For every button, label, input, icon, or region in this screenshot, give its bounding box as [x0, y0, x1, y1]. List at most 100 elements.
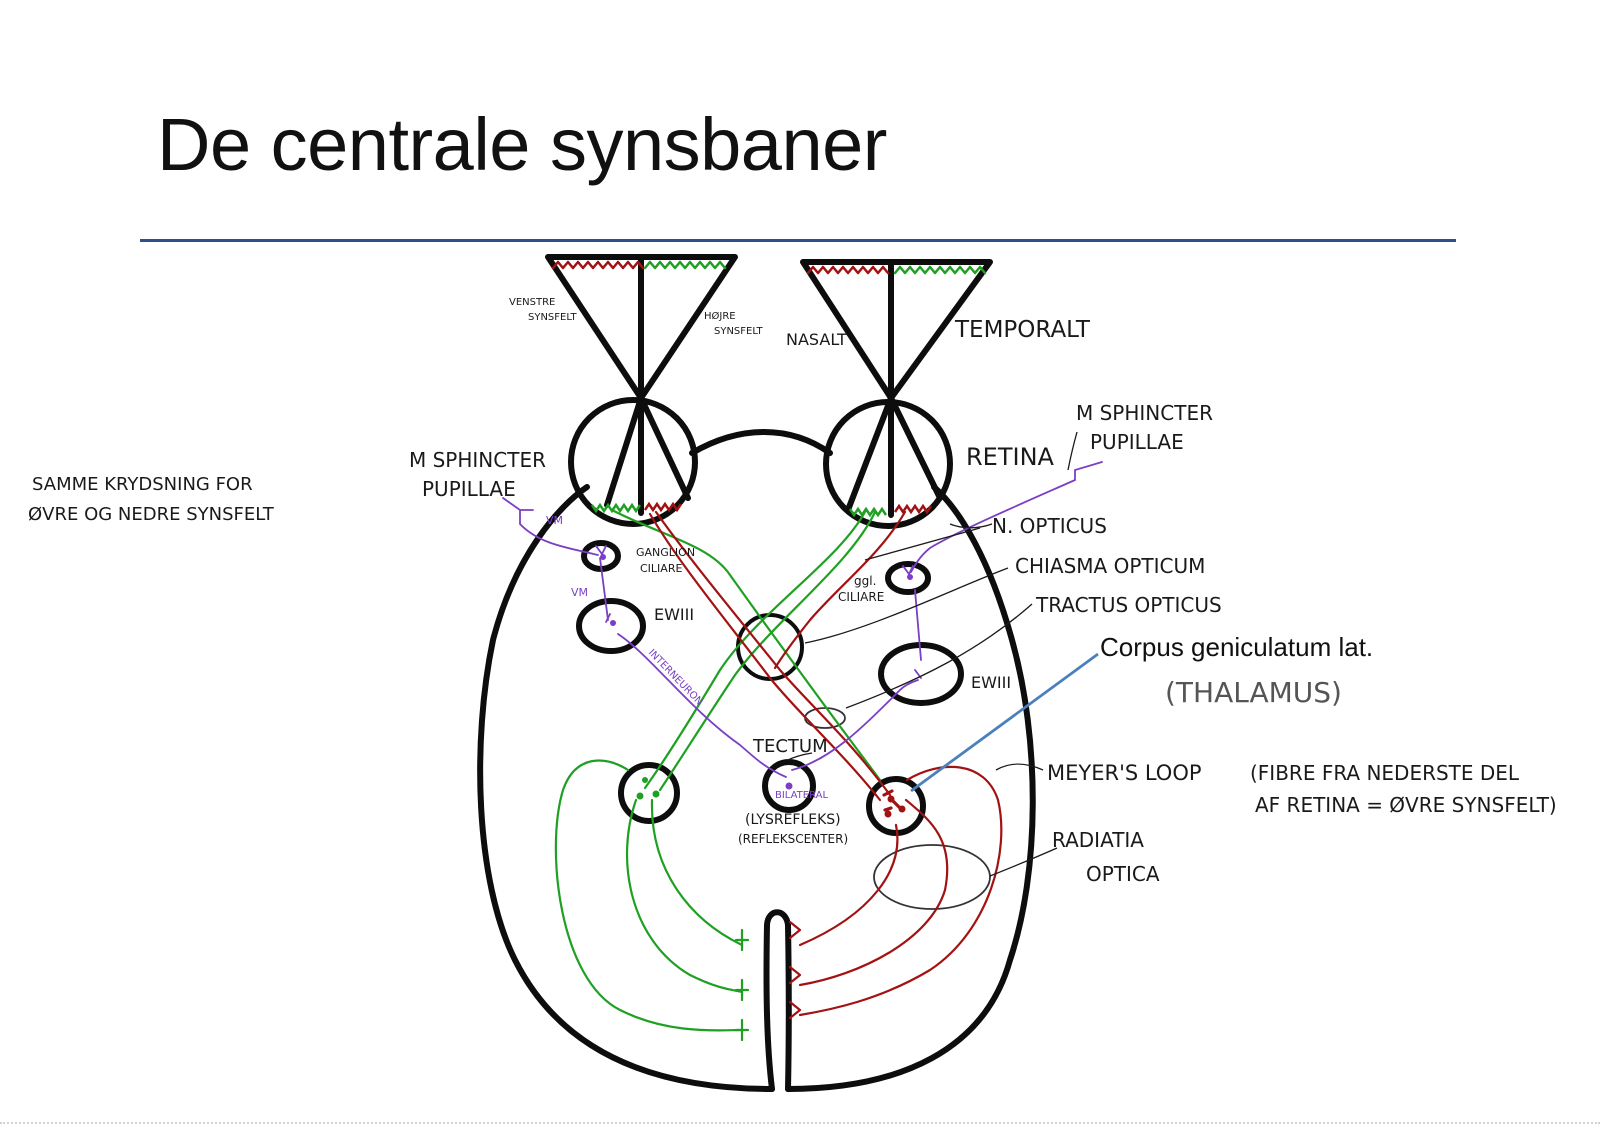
left-field-red-hatch: [551, 260, 645, 270]
slide-title: De centrale synsbaner: [157, 103, 887, 186]
label-nasalt: NASALT: [786, 330, 847, 349]
purple-dot-gc-right: [907, 574, 913, 580]
label-temporalt: TEMPORALT: [954, 317, 1091, 343]
red-radiation-mid: [798, 798, 949, 987]
label-meyer: MEYER'S LOOP: [1047, 761, 1202, 785]
purple-pathway: [502, 461, 1103, 778]
label-m-sphincter-left-2: PUPILLAE: [422, 477, 516, 501]
leader-chiasma: [804, 567, 1009, 644]
label-m-sphincter-right-1: M SPHINCTER: [1076, 401, 1213, 425]
label-samme-1: SAMME KRYDSNING FOR: [32, 474, 253, 495]
left-eye-fields: [545, 254, 738, 516]
label-fibre-2: AF RETINA = ØVRE SYNSFELT): [1255, 793, 1557, 817]
label-hojre-synsfelt-1: HØJRE: [704, 310, 736, 322]
label-ew-right: EWIII: [971, 673, 1011, 692]
label-m-sphincter-left-1: M SPHINCTER: [409, 448, 546, 472]
green-fiber-right-eye-1: [643, 508, 868, 790]
label-n-opticus: N. OPTICUS: [992, 514, 1107, 538]
red-radiation-outer: [798, 765, 1003, 1017]
tectum-nucleus: [762, 759, 816, 813]
red-dot-1: [887, 795, 895, 803]
label-refleks: (REFLEKSCENTER): [738, 832, 848, 846]
red-fibers: [648, 510, 1003, 1020]
label-fibre-1: (FIBRE FRA NEDERSTE DEL: [1250, 761, 1520, 785]
red-fiber-left-eye-1: [654, 510, 892, 797]
label-interneuron: INTERNEURON: [646, 647, 705, 707]
left-retina-red: [643, 501, 683, 513]
ew-nucleus-left: [576, 598, 646, 654]
red-radiation-inner: [798, 823, 899, 947]
red-fiber-left-eye-2: [648, 512, 882, 802]
left-eye: [568, 397, 698, 527]
label-vm-2: VM: [571, 586, 588, 599]
leader-radiatia: [989, 847, 1058, 877]
left-retina-green: [590, 502, 642, 514]
leader-n-opticus: [949, 523, 993, 529]
label-venstre-synsfelt-2: SYNSFELT: [528, 312, 578, 323]
green-fibers: [554, 508, 882, 1042]
leader-lines: [787, 431, 1078, 877]
label-bilateral: BILATERAL: [775, 790, 828, 801]
corpus-annotation-line: [910, 652, 1099, 793]
leader-n-opticus-line: [864, 527, 981, 561]
purple-tectum-to-ew-right: [791, 679, 919, 771]
label-ggl-1: ggl.: [854, 574, 876, 588]
label-corpus: Corpus geniculatum lat.: [1100, 632, 1373, 662]
green-terminal-ticks: [734, 928, 750, 1042]
label-ganglion-2: CILIARE: [640, 562, 682, 575]
purple-sphincter-left: [502, 497, 599, 556]
label-retina: RETINA: [966, 443, 1055, 471]
leader-retina: [1067, 431, 1078, 471]
label-ganglion-1: GANGLION: [636, 546, 695, 559]
right-visual-field-cone: [800, 259, 993, 401]
green-dot-2: [652, 790, 660, 798]
label-lysrefleks: (LYSREFLEKS): [745, 812, 841, 828]
brain-outline: [477, 429, 1036, 1092]
right-eye: [823, 399, 953, 529]
purple-gc-to-ew-left: [599, 557, 609, 621]
label-samme-2: ØVRE OG NEDRE SYNSFELT: [28, 504, 275, 525]
longitudinal-fissure: [763, 909, 792, 1092]
green-dot-3: [642, 777, 648, 783]
retina-hatches: [590, 501, 933, 518]
purple-ew-to-gc-right: [914, 589, 922, 661]
green-dots: [636, 777, 660, 800]
right-field-green-hatch: [893, 265, 987, 275]
right-field-red-hatch: [806, 265, 890, 275]
label-tectum: TECTUM: [752, 736, 828, 757]
label-radiatia-2: OPTICA: [1086, 862, 1160, 886]
right-visual-field-lower: [845, 395, 943, 518]
label-ggl-2: CILIARE: [838, 590, 884, 604]
purple-dot-tectum: [785, 782, 793, 790]
labels: VENSTRE SYNSFELT HØJRE SYNSFELT NASALT T…: [28, 297, 1557, 886]
purple-dots: [600, 554, 913, 790]
lgn-dots: [884, 795, 906, 818]
label-chiasma: CHIASMA OPTICUM: [1015, 554, 1205, 578]
red-dot-3: [884, 810, 892, 818]
label-thalamus: (THALAMUS): [1165, 676, 1342, 709]
thin-ellipses: [804, 707, 991, 910]
lgn-right: [866, 776, 926, 836]
red-terminal-ticks: [788, 920, 802, 1020]
eyes: [568, 397, 953, 529]
green-fiber-right-eye-2: [658, 510, 877, 792]
label-m-sphincter-right-2: PUPILLAE: [1090, 430, 1184, 454]
purple-dot-ew-left: [610, 620, 616, 626]
red-fiber-right-eye: [773, 510, 907, 670]
leader-tectum: [787, 752, 813, 761]
green-dot-1: [636, 792, 644, 800]
chiasma-opticum: [736, 613, 804, 681]
right-retina-green: [848, 506, 888, 518]
label-vm-1: VM: [546, 514, 563, 527]
label-radiatia-1: RADIATIA: [1052, 828, 1144, 852]
right-retina-red: [893, 503, 933, 515]
label-ew-left: EWIII: [654, 605, 694, 624]
left-visual-field-lower: [604, 395, 691, 516]
green-radiation-inner: [650, 798, 744, 947]
brain-top-contour: [689, 429, 833, 456]
right-eye-fields: [800, 259, 993, 518]
label-tractus: TRACTUS OPTICUS: [1035, 593, 1222, 617]
title-divider: [140, 239, 1456, 242]
brain-right-hemisphere: [785, 484, 1036, 1092]
